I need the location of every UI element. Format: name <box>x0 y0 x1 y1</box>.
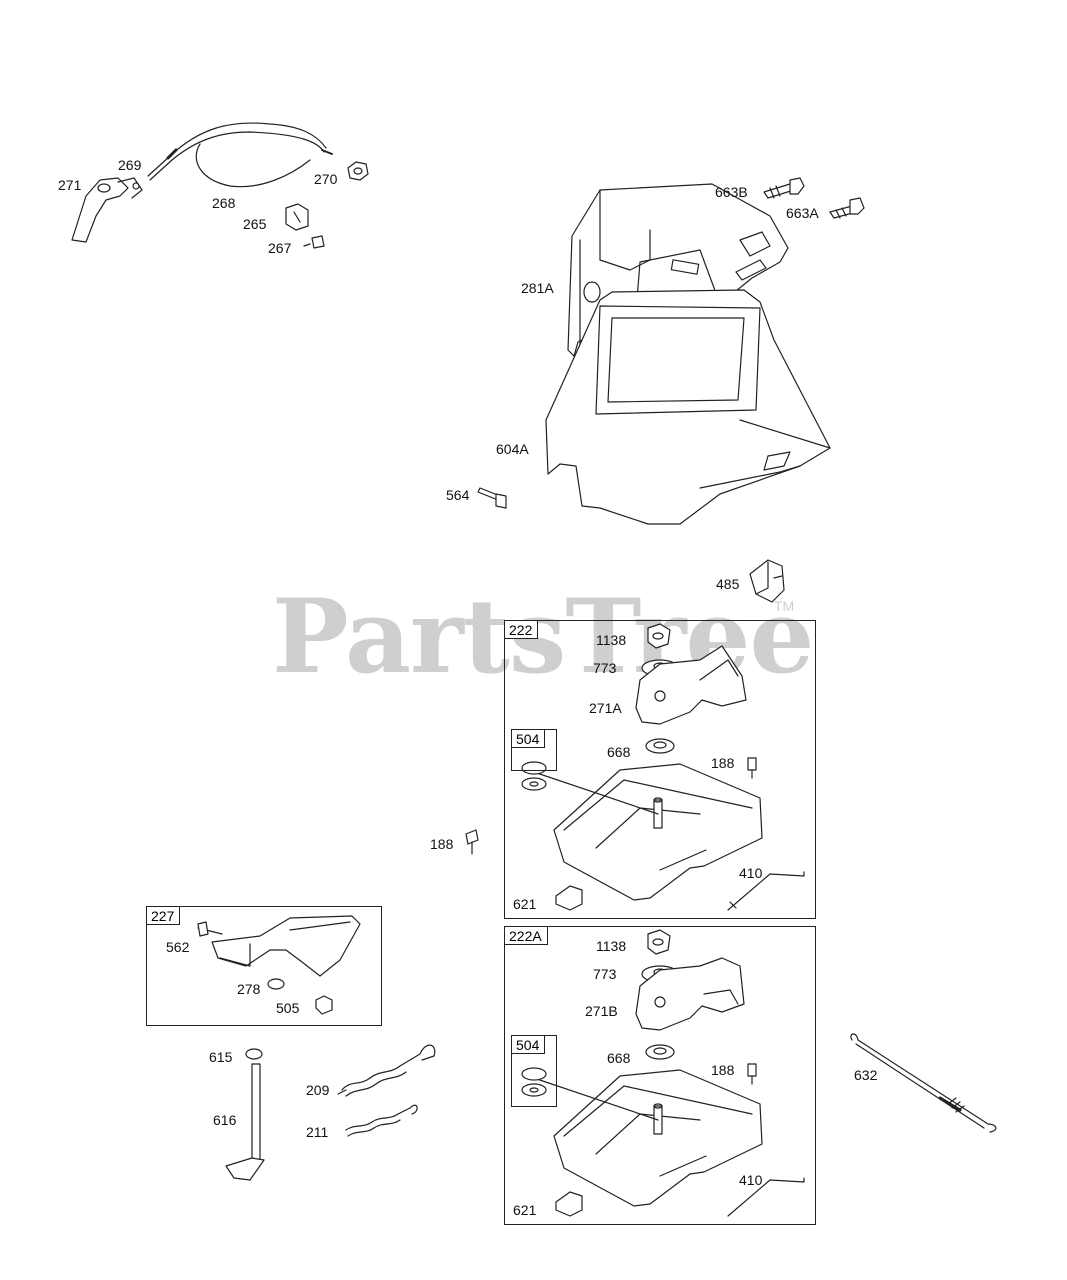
kit-504-tag[interactable]: 504 <box>512 730 546 748</box>
part-label-269[interactable]: 269 <box>118 157 142 173</box>
spring-209-drawing <box>338 1045 435 1096</box>
part-label-188-kit222[interactable]: 188 <box>711 755 735 771</box>
part-label-616[interactable]: 616 <box>213 1112 237 1128</box>
part-label-485[interactable]: 485 <box>716 576 740 592</box>
part-label-265[interactable]: 265 <box>243 216 267 232</box>
part-label-270[interactable]: 270 <box>314 171 338 187</box>
kit-222-drawing <box>528 624 804 910</box>
kit-504b-box: 504 <box>511 1035 557 1107</box>
washer-504-drawing <box>522 762 546 790</box>
kit-222a-tag[interactable]: 222A <box>505 927 548 945</box>
part-label-271a[interactable]: 271A <box>589 700 622 716</box>
part-label-621-kit222a[interactable]: 621 <box>513 1202 537 1218</box>
watermark-trademark: TM <box>774 598 795 614</box>
part-label-773-kit222a[interactable]: 773 <box>593 966 617 982</box>
part-label-505[interactable]: 505 <box>276 1000 300 1016</box>
kit-222a-drawing <box>528 930 804 1216</box>
shaft-616-drawing <box>226 1049 264 1180</box>
part-485-drawing <box>750 560 784 602</box>
kit-227-box: 227 <box>146 906 382 1026</box>
part-label-1138[interactable]: 1138 <box>596 632 627 648</box>
part-label-632[interactable]: 632 <box>854 1067 878 1083</box>
part-label-663a[interactable]: 663A <box>786 205 819 221</box>
part-label-281a[interactable]: 281A <box>521 280 554 296</box>
part-label-410[interactable]: 410 <box>739 865 763 881</box>
part-label-410-kit222a[interactable]: 410 <box>739 1172 763 1188</box>
part-label-267[interactable]: 267 <box>268 240 292 256</box>
part-label-604a[interactable]: 604A <box>496 441 529 457</box>
part-label-209[interactable]: 209 <box>306 1082 330 1098</box>
bolt-188-drawing <box>466 830 478 854</box>
part-label-271b[interactable]: 271B <box>585 1003 618 1019</box>
part-label-663b[interactable]: 663B <box>715 184 748 200</box>
cylinder-cover-drawing <box>546 290 830 524</box>
part-label-188[interactable]: 188 <box>430 836 454 852</box>
part-label-621[interactable]: 621 <box>513 896 537 912</box>
part-label-615[interactable]: 615 <box>209 1049 233 1065</box>
spring-211-drawing <box>346 1105 417 1136</box>
part-label-211[interactable]: 211 <box>306 1124 329 1140</box>
throttle-lever-drawing <box>72 178 142 242</box>
kit-227-drawing <box>198 916 360 1014</box>
link-632-drawing <box>851 1034 996 1132</box>
kit-222-box: 222 <box>504 620 816 919</box>
nut-270-drawing <box>348 162 368 180</box>
screw-267-drawing <box>304 236 324 248</box>
washer-504b-drawing <box>522 1068 546 1096</box>
part-label-668-kit222a[interactable]: 668 <box>607 1050 631 1066</box>
part-label-564[interactable]: 564 <box>446 487 470 503</box>
part-label-271[interactable]: 271 <box>58 177 82 193</box>
bolt-564-drawing <box>478 488 506 508</box>
part-label-278[interactable]: 278 <box>237 981 261 997</box>
kit-227-tag[interactable]: 227 <box>147 907 181 925</box>
kit-222-tag[interactable]: 222 <box>505 621 539 639</box>
part-label-268[interactable]: 268 <box>212 195 236 211</box>
clip-265-drawing <box>286 204 308 230</box>
control-cable-drawing <box>148 123 332 187</box>
part-label-773[interactable]: 773 <box>593 660 617 676</box>
part-label-668[interactable]: 668 <box>607 744 631 760</box>
kit-504-box: 504 <box>511 729 557 771</box>
part-label-188-kit222a[interactable]: 188 <box>711 1062 735 1078</box>
kit-222a-box: 222A <box>504 926 816 1225</box>
bolt-663a-drawing <box>830 198 864 218</box>
part-label-562[interactable]: 562 <box>166 939 190 955</box>
bolt-663b-drawing <box>764 178 804 198</box>
kit-504b-tag[interactable]: 504 <box>512 1036 546 1054</box>
part-label-1138-kit222a[interactable]: 1138 <box>596 938 627 954</box>
